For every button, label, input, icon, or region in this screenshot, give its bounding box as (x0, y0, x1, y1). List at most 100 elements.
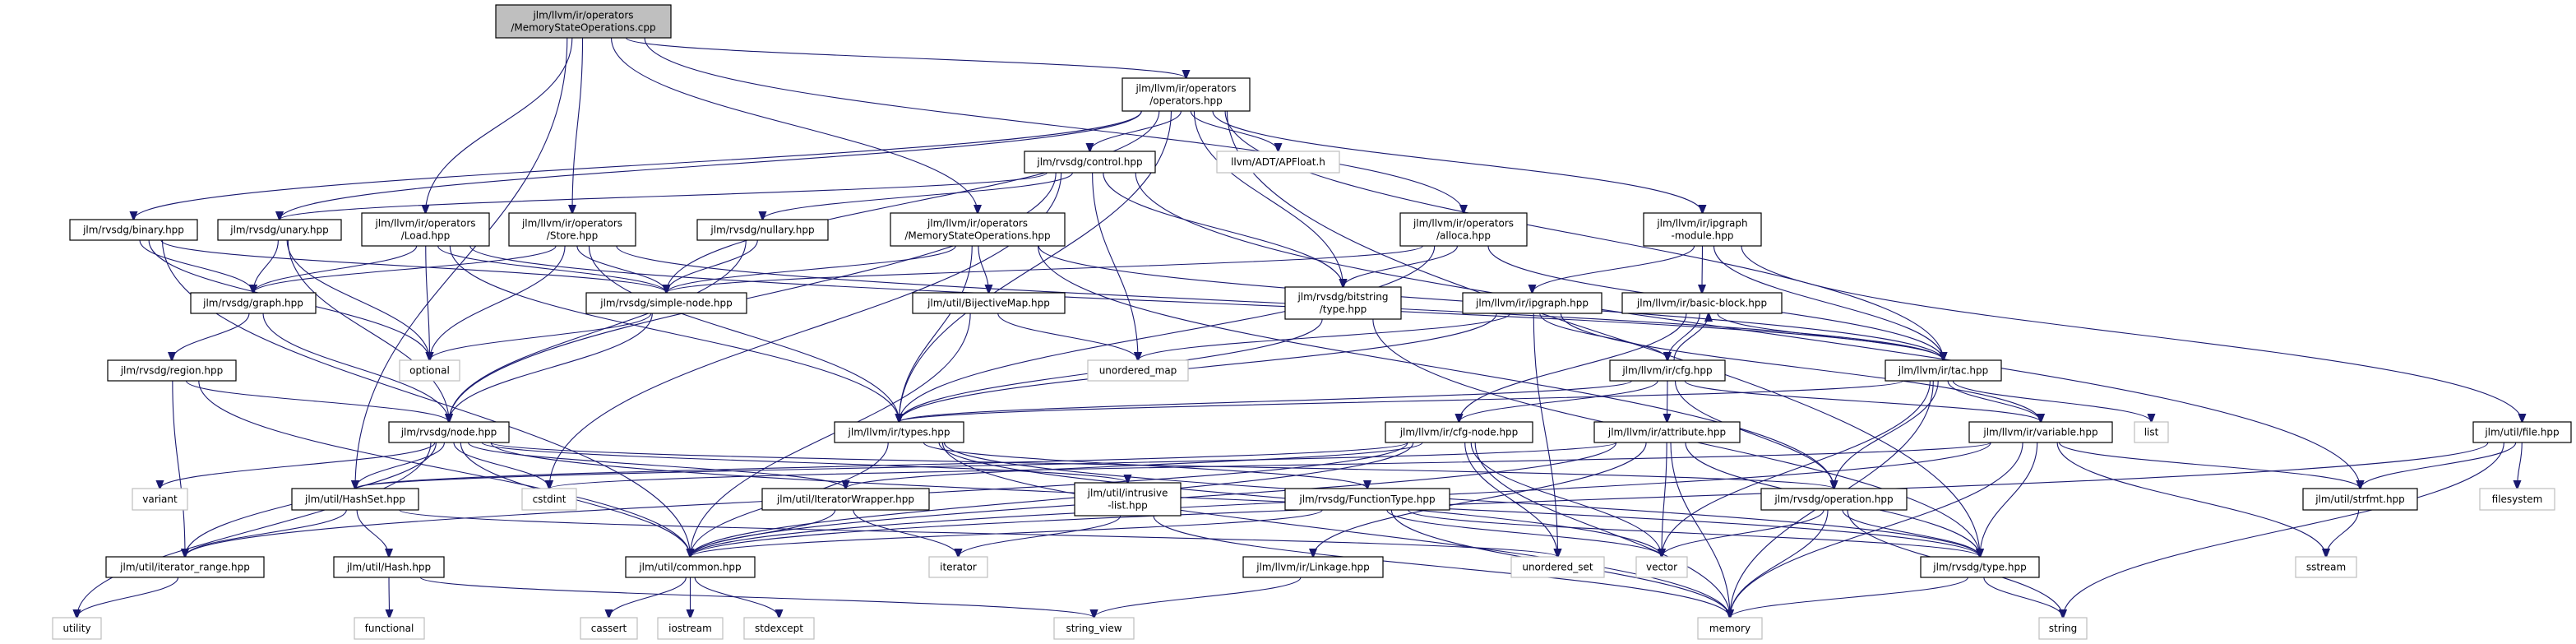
node-cassert[interactable]: cassert (580, 617, 638, 640)
edge-jlm-llvm-ir-tac-hpp--jlm-rvsdg-operation-hpp (1834, 380, 1939, 489)
node-jlm-llvm-ir-operators-memorystateoperations-hpp[interactable]: jlm/llvm/ir/operators/MemoryStateOperati… (890, 212, 1066, 247)
node-jlm-util-common-hpp[interactable]: jlm/util/common.hpp (625, 556, 756, 578)
node-jlm-util-iteratorwrapper-hpp[interactable]: jlm/util/IteratorWrapper.hpp (761, 488, 930, 511)
node-label: jlm/llvm/ir/cfg.hpp (1621, 365, 1712, 377)
node-jlm-llvm-ir-tac-hpp[interactable]: jlm/llvm/ir/tac.hpp (1885, 359, 2002, 382)
node-cstdint[interactable]: cstdint (521, 488, 577, 511)
node-jlm-rvsdg-nullary-hpp[interactable]: jlm/rvsdg/nullary.hpp (696, 219, 829, 241)
node-box (190, 292, 317, 314)
node-jlm-llvm-ir-types-hpp[interactable]: jlm/llvm/ir/types.hpp (834, 421, 964, 443)
node-box (1385, 421, 1533, 443)
node-unordered-set[interactable]: unordered_set (1510, 556, 1605, 578)
node-box (105, 556, 265, 578)
node-iostream[interactable]: iostream (657, 617, 724, 640)
node-label: jlm/rvsdg/simple-node.hpp (599, 298, 733, 309)
node-jlm-llvm-ir-operators-store-hpp[interactable]: jlm/llvm/ir/operators/Store.hpp (508, 212, 636, 247)
node-llvm-adt-apfloat-h[interactable]: llvm/ADT/APFloat.h (1216, 151, 1340, 174)
node-memory[interactable]: memory (1697, 617, 1763, 640)
node-box (495, 4, 672, 39)
edge-jlm-llvm-ir-basic-block-hpp--jlm-llvm-ir-tac-hpp (1717, 313, 1944, 360)
node-jlm-rvsdg-type-hpp[interactable]: jlm/rvsdg/type.hpp (1920, 556, 2040, 578)
node-jlm-llvm-ir-operators-alloca-hpp[interactable]: jlm/llvm/ir/operators/alloca.hpp (1399, 212, 1528, 247)
node-functional[interactable]: functional (354, 617, 425, 640)
node-jlm-llvm-ir-cfg-hpp[interactable]: jlm/llvm/ir/cfg.hpp (1609, 359, 1726, 382)
node-jlm-util-bijectivemap-hpp[interactable]: jlm/util/BijectiveMap.hpp (912, 292, 1066, 314)
node-iterator[interactable]: iterator (928, 556, 988, 578)
node-box (625, 556, 756, 578)
node-jlm-rvsdg-functiontype-hpp[interactable]: jlm/rvsdg/FunctionType.hpp (1284, 488, 1450, 511)
node-stdexcept[interactable]: stdexcept (743, 617, 815, 640)
node-label: jlm/llvm/ir/ipgraph (1656, 218, 1747, 229)
node-jlm-llvm-ir-operators-operators-hpp[interactable]: jlm/llvm/ir/operators/operators.hpp (1122, 77, 1251, 112)
node-filesystem[interactable]: filesystem (2479, 488, 2555, 511)
edge-jlm-rvsdg-control-hpp--jlm-rvsdg-nullary-hpp (763, 172, 1073, 220)
node-jlm-rvsdg-node-hpp[interactable]: jlm/rvsdg/node.hpp (388, 421, 510, 443)
edge-jlm-rvsdg-binary-hpp--jlm-rvsdg-graph-hpp (139, 239, 253, 293)
node-jlm-llvm-ir-variable-hpp[interactable]: jlm/llvm/ir/variable.hpp (1968, 421, 2113, 443)
node-jlm-rvsdg-control-hpp[interactable]: jlm/rvsdg/control.hpp (1024, 151, 1156, 174)
node-jlm-util-strfmt-hpp[interactable]: jlm/util/strfmt.hpp (2302, 488, 2418, 511)
node-jlm-rvsdg-simple-node-hpp[interactable]: jlm/rvsdg/simple-node.hpp (585, 292, 747, 314)
node-box (2295, 556, 2357, 578)
node-jlm-llvm-ir-operators-load-hpp[interactable]: jlm/llvm/ir/operators/Load.hpp (361, 212, 490, 247)
node-jlm-util-hash-hpp[interactable]: jlm/util/Hash.hpp (333, 556, 445, 578)
node-label: /type.hpp (1320, 303, 1367, 315)
edge-jlm-llvm-ir-operators-alloca-hpp--jlm-llvm-ir-types-hpp (900, 245, 1436, 422)
node-label: /MemoryStateOperations.cpp (511, 22, 655, 34)
edge-jlm-llvm-ir-cfg-node-hpp--jlm-util-hashset-hpp (355, 442, 1408, 489)
node-jlm-llvm-ir-cfg-node-hpp[interactable]: jlm/llvm/ir/cfg-node.hpp (1385, 421, 1533, 443)
node-jlm-rvsdg-graph-hpp[interactable]: jlm/rvsdg/graph.hpp (190, 292, 317, 314)
node-utility[interactable]: utility (52, 617, 102, 640)
node-jlm-rvsdg-operation-hpp[interactable]: jlm/rvsdg/operation.hpp (1760, 488, 1908, 511)
node-jlm-llvm-ir-basic-block-hpp[interactable]: jlm/llvm/ir/basic-block.hpp (1621, 292, 1783, 314)
node-label: vector (1646, 562, 1677, 573)
node-sstream[interactable]: sstream (2295, 556, 2357, 578)
node-jlm-util-intrusive-list-hpp[interactable]: jlm/util/intrusive-list.hpp (1074, 482, 1182, 517)
node-box (834, 421, 964, 443)
node-jlm-llvm-ir-attribute-hpp[interactable]: jlm/llvm/ir/attribute.hpp (1593, 421, 1741, 443)
node-jlm-llvm-ir-linkage-hpp[interactable]: jlm/llvm/ir/Linkage.hpp (1242, 556, 1384, 578)
node-string[interactable]: string (2038, 617, 2088, 640)
node-label: jlm/util/Hash.hpp (346, 562, 431, 573)
node-jlm-rvsdg-unary-hpp[interactable]: jlm/rvsdg/unary.hpp (217, 219, 342, 241)
node-optional[interactable]: optional (399, 359, 460, 382)
edge-jlm-llvm-ir-operators-load-hpp--optional (425, 245, 430, 360)
node-list[interactable]: list (2134, 421, 2169, 443)
node-label: jlm/llvm/ir/operators (521, 218, 622, 229)
edge-jlm-llvm-ir-operators-memorystateoperations-cpp--jlm-llvm-ir-operators-load-hpp (426, 37, 573, 213)
node-label: jlm/llvm/ir/basic-block.hpp (1636, 298, 1767, 309)
edge-jlm-llvm-ir-ipgraph-hpp--unordered-set (1533, 313, 1557, 557)
node-label: jlm/util/iterator_range.hpp (119, 562, 250, 573)
node-string-view[interactable]: string_view (1053, 617, 1135, 640)
node-label: functional (365, 623, 414, 634)
edge-jlm-llvm-ir-ipgraph-hpp--jlm-llvm-ir-variable-hpp (1560, 313, 2041, 422)
node-jlm-rvsdg-bitstring-type-hpp[interactable]: jlm/rvsdg/bitstring/type.hpp (1284, 286, 1402, 320)
node-box (69, 219, 198, 241)
node-jlm-util-file-hpp[interactable]: jlm/util/file.hpp (2472, 421, 2572, 443)
edge-jlm-llvm-ir-cfg-node-hpp--jlm-util-common-hpp (691, 442, 1414, 557)
node-label: sstream (2306, 562, 2346, 573)
node-jlm-llvm-ir-operators-memorystateoperations-cpp[interactable]: jlm/llvm/ir/operators/MemoryStateOperati… (495, 4, 672, 39)
node-label: -module.hpp (1672, 230, 1734, 242)
node-label: /MemoryStateOperations.hpp (904, 230, 1050, 242)
edge-jlm-llvm-ir-operators-alloca-hpp--jlm-rvsdg-simple-node-hpp (667, 245, 1423, 293)
node-unordered-map[interactable]: unordered_map (1087, 359, 1189, 382)
edge-jlm-rvsdg-control-hpp--jlm-rvsdg-unary-hpp (280, 172, 1048, 220)
node-label: /Store.hpp (547, 230, 598, 242)
edge-jlm-rvsdg-graph-hpp--jlm-rvsdg-node-hpp (262, 313, 449, 422)
edge-jlm-llvm-ir-operators-store-hpp--jlm-llvm-ir-tac-hpp (616, 245, 1944, 360)
node-jlm-rvsdg-region-hpp[interactable]: jlm/rvsdg/region.hpp (107, 359, 237, 382)
node-jlm-llvm-ir-ipgraph-hpp[interactable]: jlm/llvm/ir/ipgraph.hpp (1462, 292, 1602, 314)
node-box (1024, 151, 1156, 174)
edge-jlm-llvm-ir-operators-memorystateoperations-cpp--jlm-llvm-ir-operators-alloca-hpp (644, 37, 1464, 213)
node-variant[interactable]: variant (132, 488, 188, 511)
node-label: jlm/rvsdg/binary.hpp (82, 225, 184, 236)
node-jlm-util-iterator-range-hpp[interactable]: jlm/util/iterator_range.hpp (105, 556, 265, 578)
node-jlm-rvsdg-binary-hpp[interactable]: jlm/rvsdg/binary.hpp (69, 219, 198, 241)
node-jlm-llvm-ir-ipgraph-module-hpp[interactable]: jlm/llvm/ir/ipgraph-module.hpp (1643, 212, 1762, 247)
node-jlm-util-hashset-hpp[interactable]: jlm/util/HashSet.hpp (291, 488, 419, 511)
node-vector[interactable]: vector (1635, 556, 1688, 578)
edge-jlm-llvm-ir-attribute-hpp--jlm-llvm-ir-linkage-hpp (1313, 442, 1647, 557)
edge-jlm-llvm-ir-cfg-hpp--jlm-llvm-ir-cfg-node-hpp (1459, 380, 1658, 422)
edge-jlm-util-file-hpp--jlm-util-strfmt-hpp (2361, 442, 2517, 489)
